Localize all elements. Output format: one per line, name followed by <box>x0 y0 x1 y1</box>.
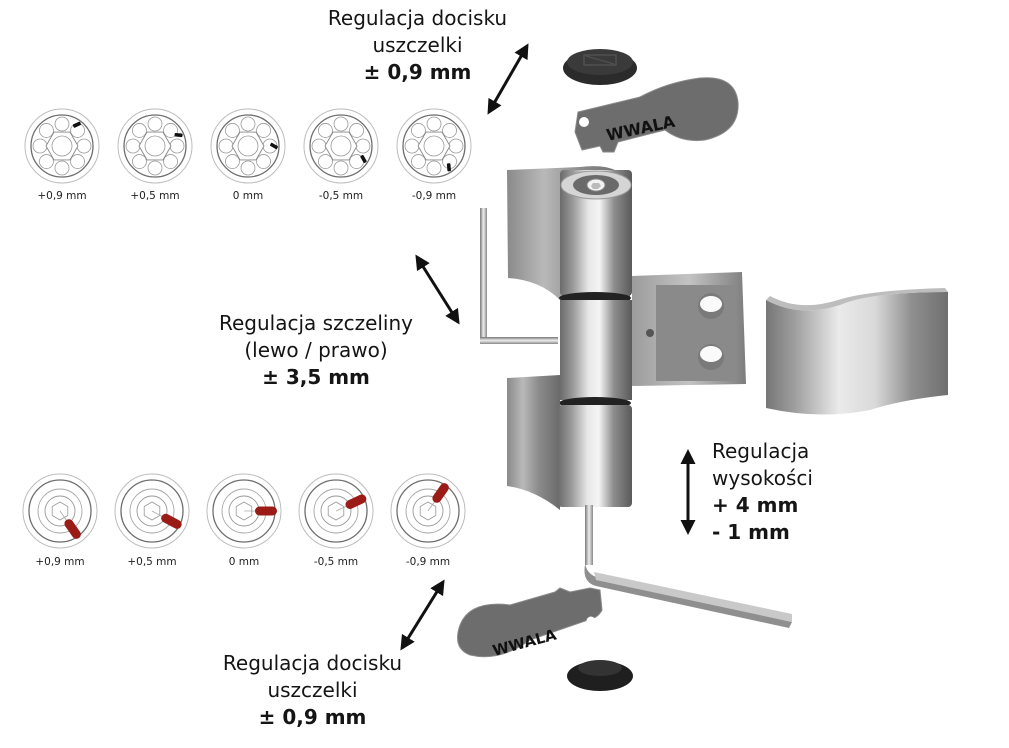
dial-indicator-icon <box>432 483 449 503</box>
caption-height-value-minus: - 1 mm <box>712 520 790 544</box>
bottom-cover-cap <box>567 660 633 691</box>
dial-indicator-icon <box>360 155 367 163</box>
dial-label: -0,5 mm <box>318 190 364 202</box>
allen-key-height <box>584 505 792 628</box>
caption-seal-top: Regulacja docisku uszczelki ± 0,9 mm <box>300 5 535 86</box>
dial-indicator-icon <box>72 121 81 128</box>
caption-seal-bottom-line2: uszczelki <box>267 678 358 702</box>
caption-seal-top-line1: Regulacja docisku <box>327 6 508 30</box>
adjustment-dial <box>210 108 286 184</box>
adjustment-dial <box>117 108 193 184</box>
adjustment-dial <box>390 473 466 549</box>
dial-label: -0,5 mm <box>313 556 359 568</box>
dial-indicator-icon <box>255 506 277 516</box>
dial-indicator-icon <box>446 163 451 172</box>
caption-gap-value: ± 3,5 mm <box>262 365 370 389</box>
caption-height-line2: wysokości <box>712 466 813 490</box>
caption-gap-line1: Regulacja szczeliny <box>219 311 413 335</box>
adjustment-dial <box>396 108 472 184</box>
caption-gap-line2: (lewo / prawo) <box>244 338 388 362</box>
adjustment-dial <box>303 108 379 184</box>
bottom-adjustment-key: WWALA <box>457 587 603 660</box>
caption-seal-bottom-value: ± 0,9 mm <box>258 705 367 729</box>
dial-label: +0,5 mm <box>127 556 177 568</box>
hinge-middle-barrel <box>560 300 632 400</box>
dial-label: 0 mm <box>232 190 264 202</box>
caption-height-line1: Regulacja <box>712 439 810 463</box>
caption-height: Regulacja wysokości + 4 mm - 1 mm <box>712 438 852 546</box>
caption-gap: Regulacja szczeliny (lewo / prawo) ± 3,5… <box>196 310 436 391</box>
arrow-seal-top-icon <box>487 43 529 115</box>
caption-seal-bottom: Regulacja docisku uszczelki ± 0,9 mm <box>190 650 435 731</box>
dial-label: +0,5 mm <box>130 190 180 202</box>
adjustment-dial <box>206 473 282 549</box>
dial-indicator-icon <box>64 519 81 539</box>
dial-label: +0,9 mm <box>37 190 87 202</box>
dial-indicator-icon <box>174 132 183 138</box>
arrow-seal-bottom-icon <box>400 579 445 651</box>
adjustment-dial <box>24 108 100 184</box>
dial-label: -0,9 mm <box>405 556 451 568</box>
hinge-frame-plate <box>632 272 746 386</box>
caption-seal-bottom-line1: Regulacja docisku <box>222 651 403 675</box>
adjustment-dial <box>22 473 98 549</box>
bottom-dial-row <box>22 473 466 549</box>
hinge-upper-leaf <box>507 166 632 300</box>
hinge-cover-shell <box>766 288 948 415</box>
dial-label: 0 mm <box>228 556 260 568</box>
arrow-gap-icon <box>415 254 460 325</box>
dial-label: +0,9 mm <box>35 556 85 568</box>
top-cover-cap <box>563 49 637 85</box>
dial-label: -0,9 mm <box>411 190 457 202</box>
caption-height-value-plus: + 4 mm <box>712 493 799 517</box>
top-adjustment-key: WWALA <box>574 77 739 153</box>
dial-indicator-icon <box>161 513 182 529</box>
dial-indicator-icon <box>270 142 278 150</box>
dial-indicator-icon <box>345 494 367 509</box>
adjustment-dial <box>298 473 374 549</box>
hinge-lower-leaf <box>507 375 632 510</box>
caption-seal-top-value: ± 0,9 mm <box>363 60 472 84</box>
caption-seal-top-line2: uszczelki <box>372 33 463 57</box>
allen-key-gap <box>480 208 558 344</box>
adjustment-dial <box>114 473 190 549</box>
top-dial-row <box>24 108 472 184</box>
